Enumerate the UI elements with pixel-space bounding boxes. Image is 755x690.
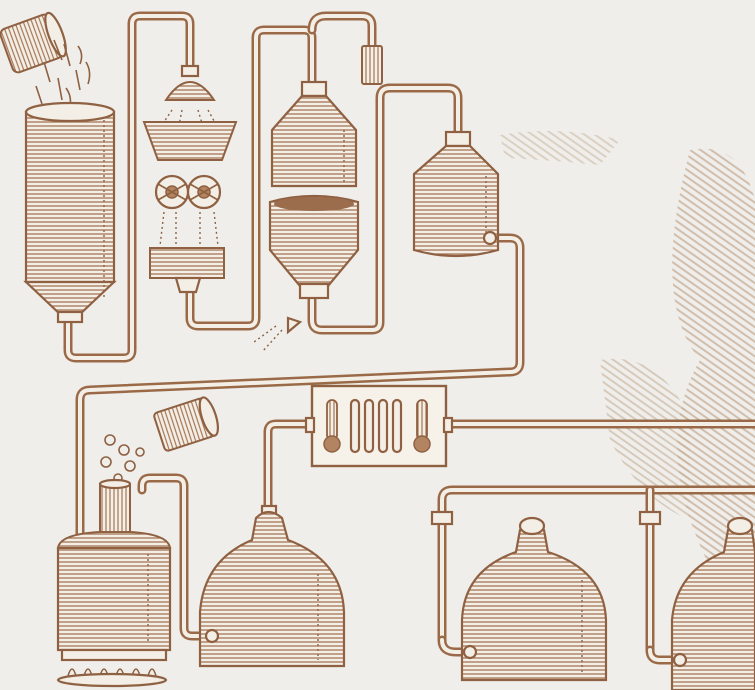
mash-tun-icon xyxy=(272,46,382,186)
mill-rollers xyxy=(156,176,220,208)
fermentation-tank-icon xyxy=(432,512,660,680)
thermometer-icon xyxy=(414,400,430,452)
grain-sack-icon xyxy=(0,11,90,108)
hop-can-icon xyxy=(101,395,222,482)
whirlpool-kettle-icon xyxy=(200,506,344,666)
brew-kettle-icon xyxy=(58,480,170,686)
grain-silo-icon xyxy=(26,103,114,322)
control-panel-icon xyxy=(306,386,452,466)
wort-kettle-icon xyxy=(414,132,498,256)
malt-mill-icon xyxy=(144,66,236,292)
thermometer-icon xyxy=(324,400,340,452)
burner-flame-icon xyxy=(58,669,166,686)
